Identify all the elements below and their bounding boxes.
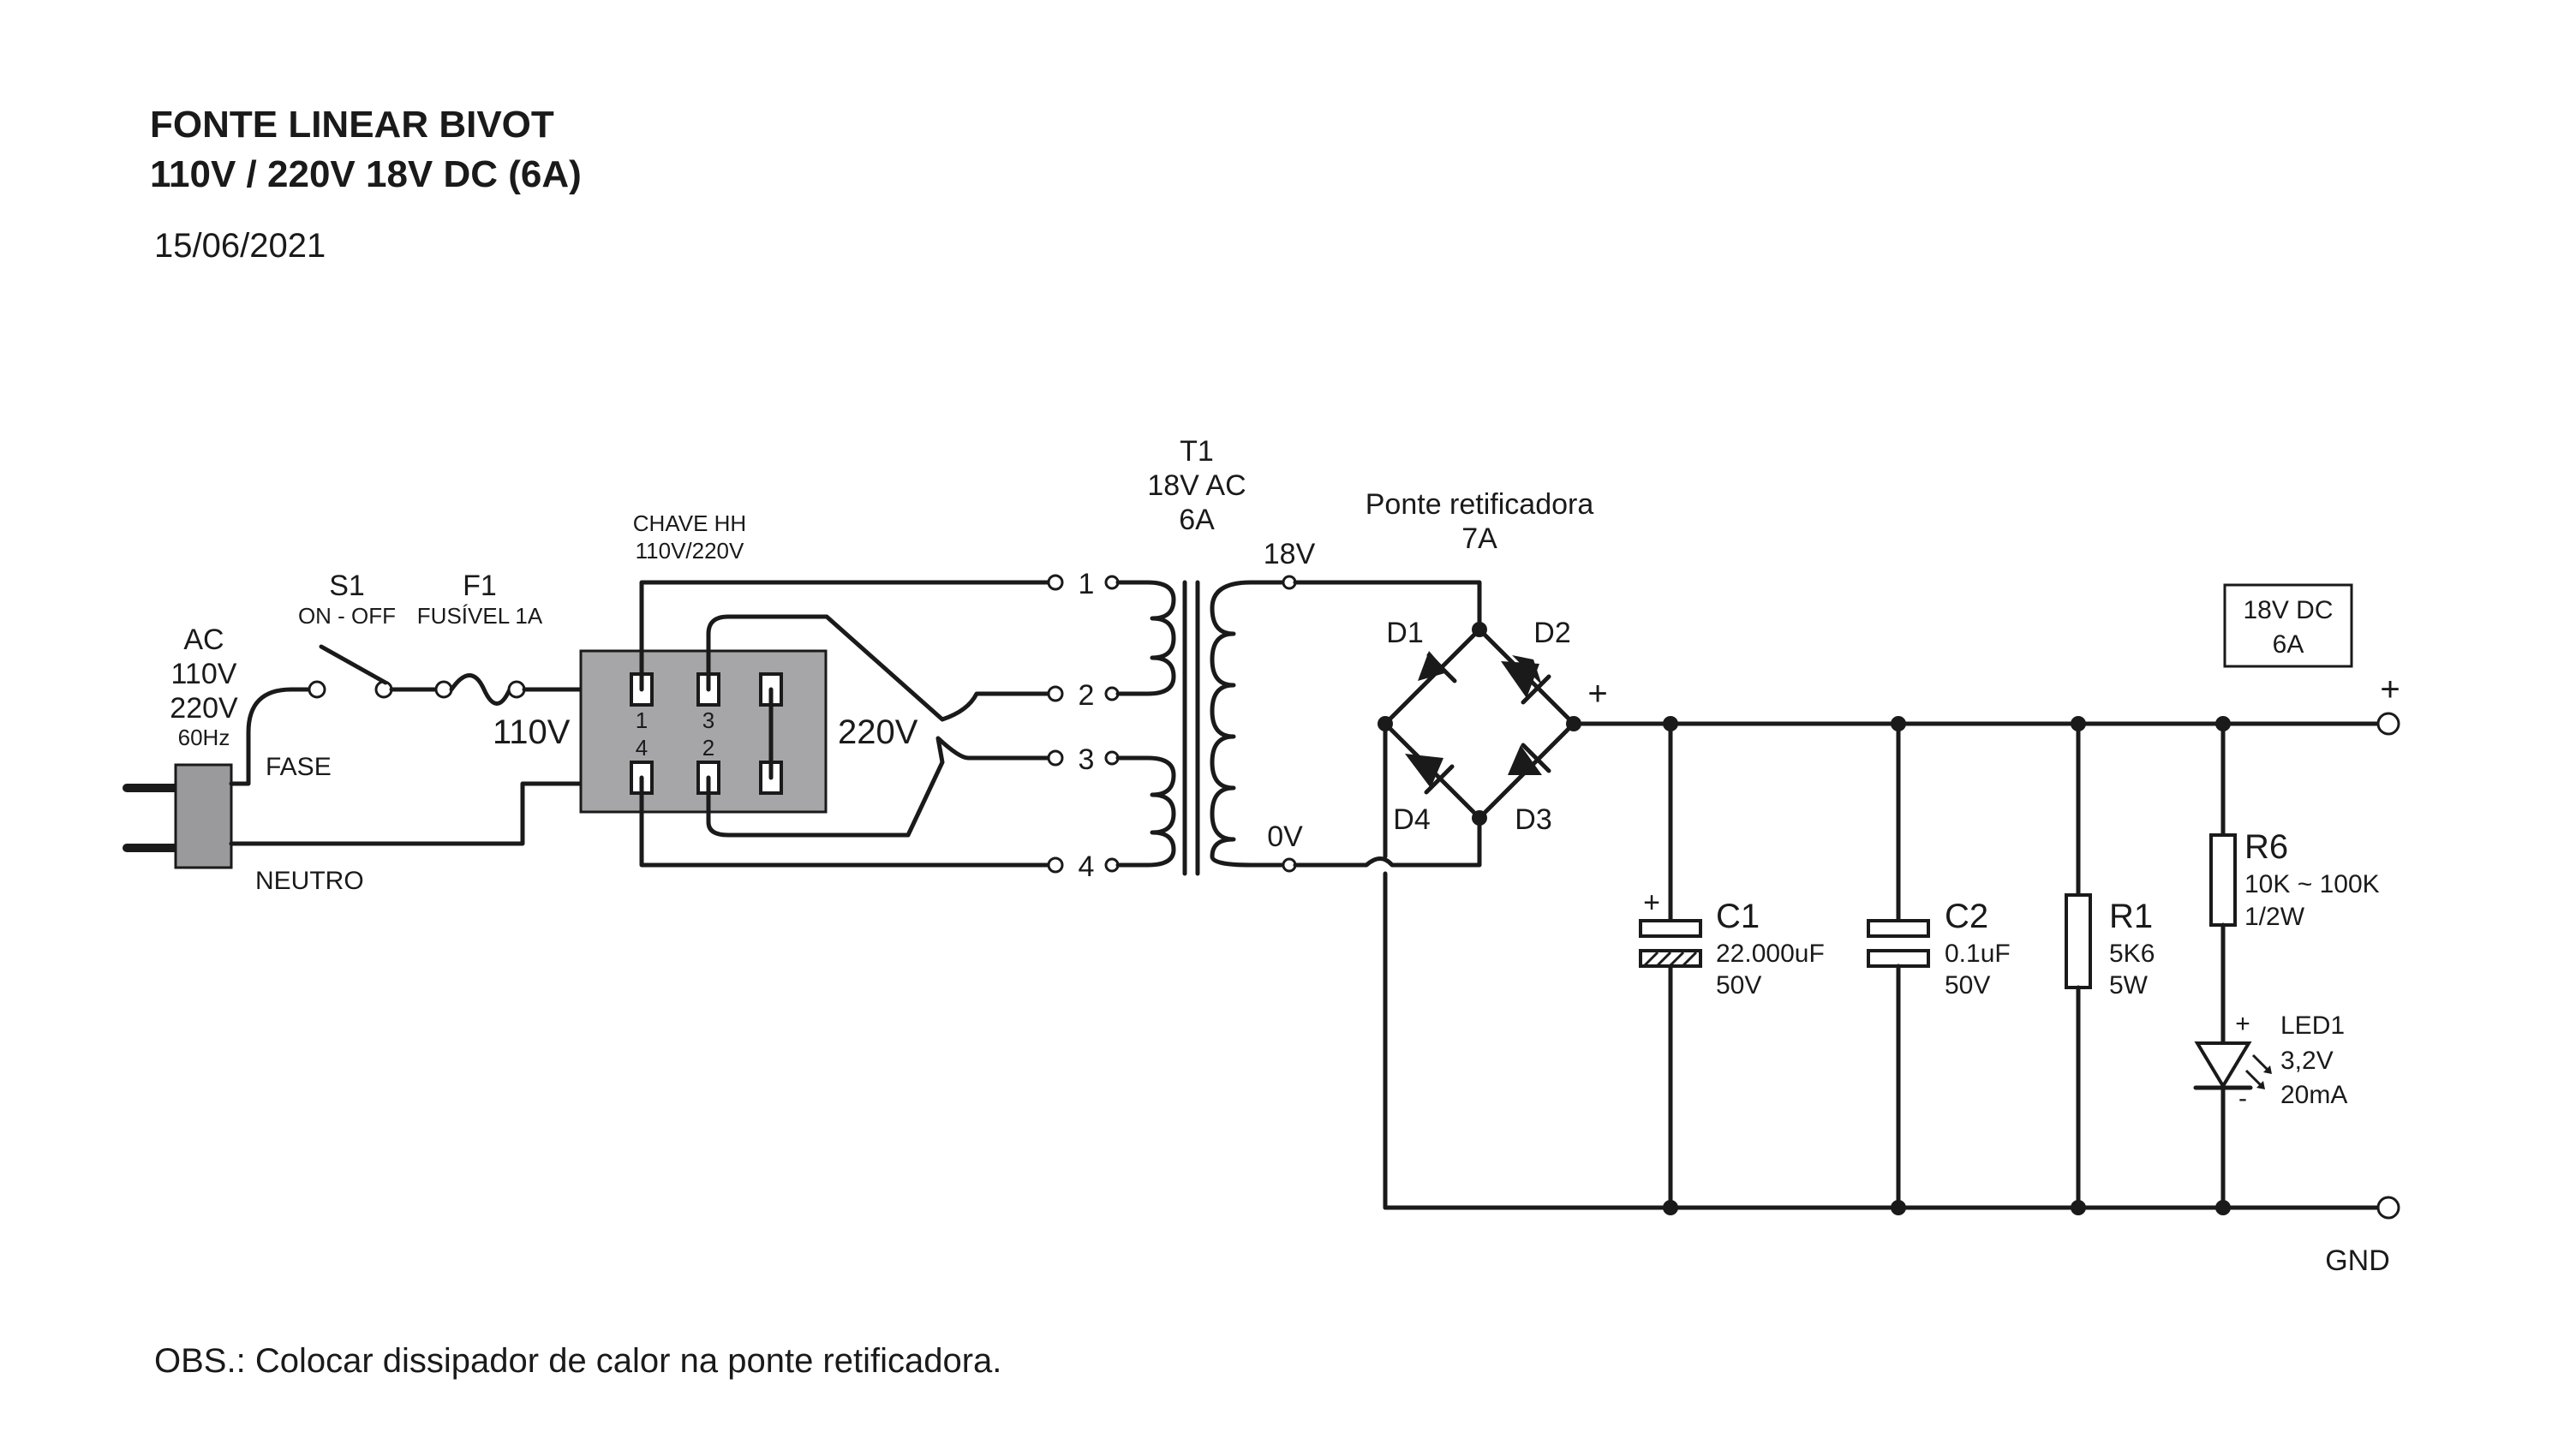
r6-power: 1/2W	[2244, 903, 2305, 931]
t1-secondary-0v: 0V	[1267, 820, 1303, 853]
c2-value: 0.1uF	[1945, 940, 2011, 968]
wire-sel-p1	[639, 580, 1056, 692]
footnote: OBS.: Colocar dissipador de calor na pon…	[154, 1342, 1001, 1380]
t1-rating: 18V AC	[1147, 469, 1246, 502]
wire-fase	[229, 687, 313, 786]
resistor-r6	[2209, 721, 2237, 1046]
t1-pin-1: 1	[1079, 568, 1095, 600]
selector-pin-2: 2	[702, 735, 714, 761]
r1-value: 5K6	[2109, 940, 2155, 968]
c1-value: 22.000uF	[1716, 940, 1825, 968]
transformer-t1	[1047, 574, 1297, 876]
wire-sel-p4	[639, 775, 1056, 868]
c1-ref: C1	[1716, 898, 1760, 935]
f1-ref: F1	[463, 570, 497, 602]
bridge-rating: 7A	[1461, 522, 1497, 555]
output-gnd-terminal	[2376, 1196, 2400, 1220]
c1-voltage: 50V	[1716, 971, 1761, 1000]
output-rating-box	[2223, 583, 2353, 668]
capacitor-c1	[1639, 721, 1702, 1210]
title-line-1: FONTE LINEAR BIVOT	[150, 104, 554, 146]
t1-pin-2: 2	[1079, 679, 1095, 712]
plug-body	[174, 763, 233, 869]
d4-label: D4	[1393, 803, 1430, 836]
selector-pin-4: 4	[636, 735, 648, 761]
led1-plus: +	[2235, 1010, 2250, 1038]
ac-220v-label: 220V	[170, 692, 238, 725]
selector-110v-label: 110V	[493, 713, 571, 751]
neutro-label: NEUTRO	[255, 867, 364, 895]
resistor-r1	[2065, 721, 2092, 1210]
ac-label: AC	[183, 624, 224, 656]
wire-neutro	[229, 781, 637, 846]
bridge-plus: +	[1587, 675, 1607, 713]
r1-power: 5W	[2109, 971, 2149, 1000]
t1-ref: T1	[1180, 435, 1214, 468]
output-rating-voltage: 18V DC	[2243, 596, 2333, 624]
d2-label: D2	[1533, 617, 1570, 649]
selector-title: CHAVE HH	[633, 510, 746, 536]
bridge-title: Ponte retificadora	[1366, 488, 1594, 521]
ac-110v-label: 110V	[171, 658, 237, 690]
selector-pin-1: 1	[636, 707, 648, 733]
date: 15/06/2021	[154, 227, 326, 265]
led1-minus: -	[2238, 1084, 2247, 1113]
fase-label: FASE	[266, 753, 332, 781]
r6-value: 10K ~ 100K	[2244, 870, 2380, 898]
selector-220v-label: 220V	[838, 713, 918, 751]
f1-desc: FUSÍVEL 1A	[417, 603, 543, 629]
c2-ref: C2	[1945, 898, 1988, 935]
s1-ref: S1	[329, 570, 365, 602]
r6-ref: R6	[2244, 828, 2288, 866]
output-positive-terminal	[2376, 712, 2400, 736]
selector-pin-3: 3	[702, 707, 714, 733]
led1	[2193, 1041, 2272, 1210]
capacitor-c2	[1867, 721, 1930, 1210]
s1-desc: ON - OFF	[298, 603, 396, 629]
selector-subtitle: 110V/220V	[636, 538, 744, 564]
c1-plus: +	[1643, 886, 1660, 919]
led1-current: 20mA	[2280, 1081, 2347, 1109]
output-plus-label: +	[2380, 671, 2400, 708]
t1-secondary-18v: 18V	[1264, 538, 1316, 570]
title-line-2: 110V / 220V 18V DC (6A)	[150, 153, 582, 195]
output-gnd-label: GND	[2325, 1244, 2390, 1277]
c2-voltage: 50V	[1945, 971, 1990, 1000]
output-rating-current: 6A	[2273, 630, 2304, 659]
bridge-rectifier	[1293, 580, 1581, 868]
d1-label: D1	[1386, 617, 1423, 649]
t1-pin-3: 3	[1079, 743, 1095, 776]
t1-pin-4: 4	[1079, 850, 1095, 883]
wire-sel-p2	[706, 736, 1056, 838]
wire-sel-p3	[706, 614, 1056, 722]
t1-current: 6A	[1179, 504, 1215, 536]
ac-plug	[123, 763, 233, 869]
d3-label: D3	[1515, 803, 1551, 836]
led1-voltage: 3,2V	[2280, 1047, 2334, 1075]
ac-frequency-label: 60Hz	[178, 725, 230, 750]
switch-s1	[308, 644, 439, 699]
r1-ref: R1	[2109, 898, 2153, 935]
led1-ref: LED1	[2280, 1011, 2345, 1040]
